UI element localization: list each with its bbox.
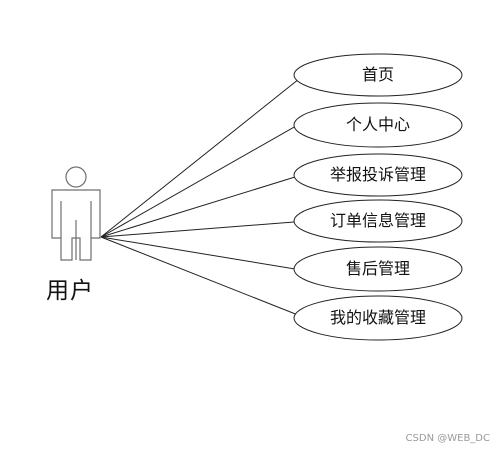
association-line xyxy=(100,176,296,238)
association-line xyxy=(100,236,304,318)
person-icon xyxy=(51,166,101,261)
use-case-ellipse-report-complaint xyxy=(293,153,463,197)
use-case-ellipse-home xyxy=(293,53,463,97)
association-line xyxy=(100,125,297,238)
association-lines xyxy=(100,74,305,318)
use-case-ellipse-after-sales xyxy=(293,246,463,292)
use-case-label-report-complaint: 举报投诉管理 xyxy=(329,165,426,184)
association-line xyxy=(100,236,296,270)
use-case-ellipse-favorites xyxy=(293,295,463,341)
use-case-label-favorites: 我的收藏管理 xyxy=(329,308,426,327)
use-case-label-order-info: 订单信息管理 xyxy=(329,211,426,230)
use-case-label-personal-center: 个人中心 xyxy=(345,115,410,134)
actor-head xyxy=(65,166,87,188)
use-case-ellipse-order-info xyxy=(293,199,463,243)
association-line xyxy=(100,221,295,238)
use-case-ellipse-personal-center xyxy=(293,102,463,148)
use-case-ellipses xyxy=(293,53,463,341)
actor-label: 用户 xyxy=(46,278,94,304)
association-line xyxy=(100,74,305,238)
use-case-label-home: 首页 xyxy=(361,65,394,84)
use-case-label-after-sales: 售后管理 xyxy=(345,259,410,278)
watermark: CSDN @WEB_DC xyxy=(405,433,490,444)
